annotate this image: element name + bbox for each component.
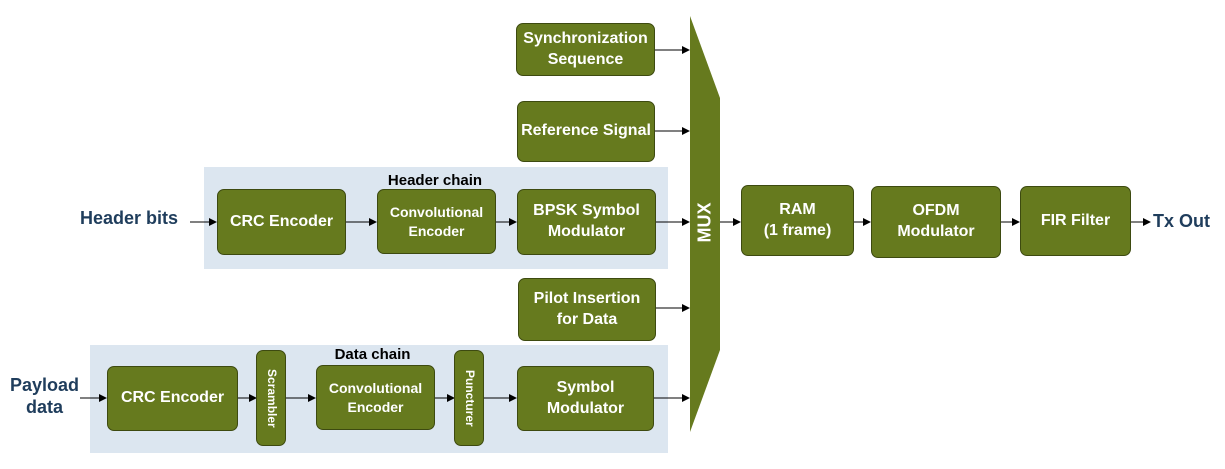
header-convolutional-encoder-block[interactable]: Convolutional Encoder	[377, 189, 496, 254]
block-label: Convolutional Encoder	[389, 204, 484, 239]
puncturer-block[interactable]: Puncturer	[454, 350, 484, 446]
data-crc-encoder-block[interactable]: CRC Encoder	[107, 366, 238, 431]
symbol-modulator-block[interactable]: Symbol Modulator	[517, 366, 654, 431]
block-label: Pilot Insertion for Data	[533, 289, 641, 328]
data-convolutional-encoder-block[interactable]: Convolutional Encoder	[316, 365, 435, 430]
block-label: Reference Signal	[521, 122, 651, 140]
header-chain-title: Header chain	[387, 172, 483, 189]
block-label: RAM (1 frame)	[763, 200, 832, 239]
sync-sequence-block[interactable]: Synchronization Sequence	[516, 23, 655, 76]
block-label: Synchronization Sequence	[523, 29, 648, 68]
header-crc-encoder-block[interactable]: CRC Encoder	[217, 189, 346, 255]
payload-data-input-label: Payload data	[10, 375, 80, 417]
ram-block[interactable]: RAM (1 frame)	[741, 185, 854, 256]
block-label: CRC Encoder	[120, 389, 225, 407]
block-label: CRC Encoder	[229, 212, 334, 230]
fir-filter-block[interactable]: FIR Filter	[1020, 186, 1131, 256]
block-label: BPSK Symbol Modulator	[533, 202, 640, 240]
reference-signal-block[interactable]: Reference Signal	[517, 101, 655, 162]
tx-out-label: Tx Out	[1153, 211, 1210, 231]
block-label: OFDM Modulator	[897, 202, 975, 240]
pilot-insertion-block[interactable]: Pilot Insertion for Data	[518, 278, 656, 341]
block-label: Puncturer	[462, 369, 477, 427]
scrambler-block[interactable]: Scrambler	[256, 350, 286, 446]
block-label: Symbol Modulator	[546, 378, 625, 417]
ofdm-modulator-block[interactable]: OFDM Modulator	[871, 186, 1001, 258]
bpsk-symbol-modulator-block[interactable]: BPSK Symbol Modulator	[517, 189, 656, 255]
data-chain-title: Data chain	[334, 346, 411, 363]
block-label: FIR Filter	[1040, 211, 1111, 229]
mux-shape	[690, 16, 720, 432]
mux-label: MUX	[694, 202, 715, 243]
header-bits-input-label: Header bits	[80, 208, 179, 228]
block-label: Scrambler	[264, 368, 279, 428]
block-label: Convolutional Encoder	[328, 380, 423, 415]
